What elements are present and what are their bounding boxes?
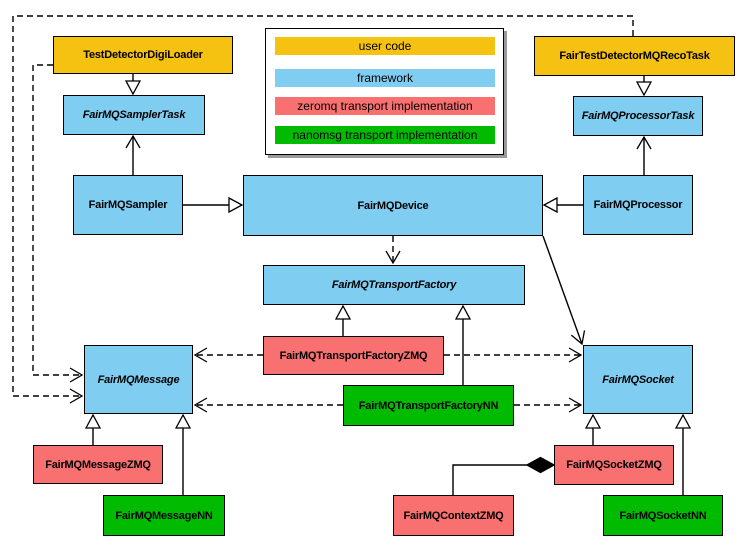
node-label: FairMQSamplerTask	[82, 109, 186, 121]
node-label: FairMQDevice	[357, 199, 429, 212]
node-label: FairMQMessage	[97, 373, 180, 386]
node-fairmqmessagezmq: FairMQMessageZMQ	[33, 445, 163, 484]
node-label: FairMQSocketNN	[619, 509, 707, 522]
node-fairmqsocket: FairMQSocket	[583, 345, 693, 414]
node-fairmqmessage: FairMQMessage	[84, 345, 193, 414]
legend-label: framework	[356, 71, 413, 85]
node-fairmqmessagenn: FairMQMessageNN	[103, 495, 225, 536]
node-fairmqtransportfactoryzmq: FairMQTransportFactoryZMQ	[263, 336, 444, 375]
node-fairmqprocessortask: FairMQProcessorTask	[573, 96, 703, 136]
edge-compose-contextzmq-socketzmq-line	[452, 464, 527, 495]
node-fairmqdevice: FairMQDevice	[243, 175, 543, 236]
node-label: FairMQProcessorTask	[581, 110, 695, 122]
node-label: FairMQSocket	[602, 373, 674, 386]
node-label: FairMQSocketZMQ	[566, 459, 662, 471]
legend-item-user-code: user code	[275, 37, 495, 55]
legend-label: zeromq transport implementation	[297, 99, 473, 113]
node-fairmqsampler: FairMQSampler	[73, 175, 183, 235]
node-label: FairMQMessageZMQ	[45, 458, 151, 471]
node-fairmqtransportfactory: FairMQTransportFactory	[263, 265, 525, 305]
node-label: FairTestDetectorMQRecoTask	[559, 50, 710, 62]
node-fairmqsocketzmq: FairMQSocketZMQ	[554, 445, 674, 485]
node-testdetectordigiloader: TestDetectorDigiLoader	[53, 36, 233, 74]
node-label: FairMQProcessor	[593, 199, 683, 211]
edge-dep-recotask-message	[12, 15, 634, 404]
edge-assoc-device-socket	[542, 235, 586, 346]
composition-diamond-icon	[525, 456, 556, 474]
node-fairmqsocketnn: FairMQSocketNN	[603, 495, 723, 536]
legend-item-framework: framework	[275, 69, 495, 87]
node-label: FairMQTransportFactoryZMQ	[279, 349, 428, 362]
node-label: FairMQTransportFactoryNN	[358, 399, 499, 412]
node-fairtestdetectormqrecotask: FairTestDetectorMQRecoTask	[534, 36, 735, 76]
legend-item-zeromq: zeromq transport implementation	[275, 97, 495, 115]
node-label: FairMQContextZMQ	[403, 509, 504, 522]
node-fairmqsamplertask: FairMQSamplerTask	[63, 95, 205, 135]
legend-label: nanomsg transport implementation	[292, 128, 478, 142]
node-label: TestDetectorDigiLoader	[83, 49, 203, 61]
node-fairmqcontextzmq: FairMQContextZMQ	[393, 495, 514, 536]
node-fairmqprocessor: FairMQProcessor	[583, 175, 693, 235]
node-label: FairMQTransportFactory	[331, 279, 457, 291]
edge-dep-digiloader-message	[32, 64, 84, 383]
node-label: FairMQMessageNN	[115, 509, 213, 522]
node-fairmqtransportfactorynn: FairMQTransportFactoryNN	[343, 385, 514, 426]
legend-label: user code	[358, 39, 412, 53]
legend-box: user code framework zeromq transport imp…	[265, 28, 504, 155]
node-label: FairMQSampler	[88, 199, 168, 211]
legend-item-nanomsg: nanomsg transport implementation	[275, 126, 495, 144]
